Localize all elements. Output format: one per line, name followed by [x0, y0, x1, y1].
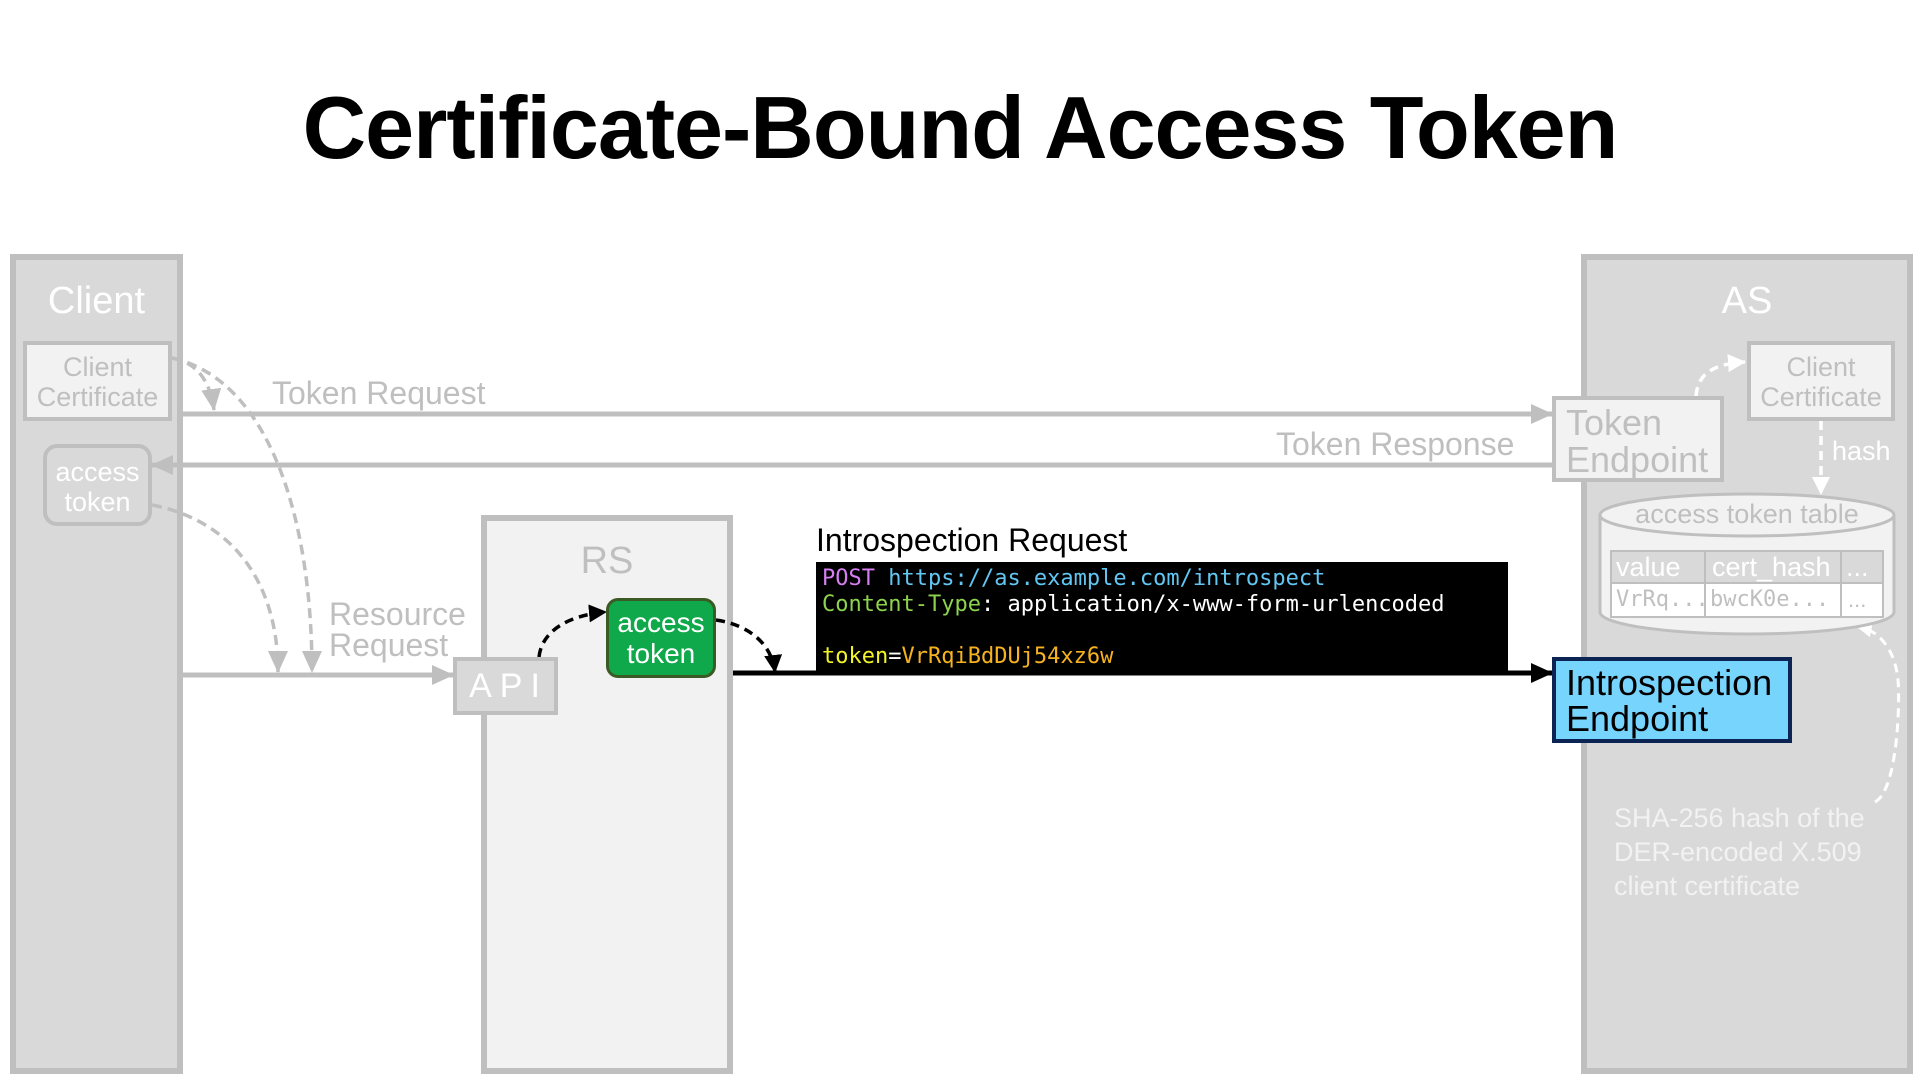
code-url: https://as.example.com/introspect — [888, 566, 1326, 591]
client-access-token-line2: token — [64, 487, 131, 517]
code-line-header: Content-Type: application/x-www-form-url… — [822, 592, 1502, 618]
client-access-token: access token — [43, 444, 152, 526]
table-cell-value: VrRq... — [1612, 584, 1709, 616]
client-cert-to-resource-request-curve — [171, 356, 322, 673]
token-endpoint-line2: Endpoint — [1566, 439, 1709, 480]
token-endpoint-box: Token Endpoint — [1552, 396, 1724, 482]
api-box: API — [453, 657, 558, 715]
code-method: POST — [822, 566, 875, 591]
introspection-request-label: Introspection Request — [816, 522, 1128, 558]
api-to-token-curve — [537, 604, 607, 658]
code-line-request: POST https://as.example.com/introspect — [822, 566, 1502, 592]
table-header-cert-hash: cert_hash — [1706, 552, 1842, 582]
client-certificate-line2: Certificate — [36, 382, 159, 412]
access-token-table-title: access token table — [1635, 499, 1859, 529]
client-token-to-resource-request-curve — [151, 503, 288, 673]
client-access-token-line1: access — [55, 457, 140, 487]
token-endpoint-to-cert-curve — [1694, 354, 1746, 397]
table-row: VrRq... bwcK0e... ... — [1610, 584, 1884, 618]
table-cell-more: ... — [1848, 587, 1867, 612]
rs-access-token-line1: access — [617, 607, 705, 638]
code-header-value: application/x-www-form-urlencoded — [1007, 592, 1445, 617]
as-client-certificate-box: Client Certificate — [1747, 341, 1895, 421]
note-to-table-curve — [1854, 619, 1901, 804]
access-token-table: value cert_hash ... VrRq... bwcK0e... ..… — [1610, 550, 1884, 618]
table-cell-cert-hash: bwcK0e... — [1706, 584, 1842, 616]
hash-label: hash — [1832, 436, 1891, 466]
cert-hash-note-line1: SHA-256 hash of the — [1614, 803, 1865, 833]
introspection-endpoint-line1: Introspection — [1566, 662, 1773, 703]
token-response-label: Token Response — [1276, 426, 1515, 462]
cert-hash-note: SHA-256 hash of the DER-encoded X.509 cl… — [1614, 801, 1865, 903]
rs-lane-title: RS — [580, 540, 634, 582]
code-header-sep: : — [980, 592, 1008, 617]
token-request-label: Token Request — [272, 375, 486, 411]
as-lane-title: AS — [1721, 280, 1773, 322]
resource-request-line1: Resource — [329, 596, 466, 632]
rs-access-token-line2: token — [626, 638, 696, 669]
table-header-value: value — [1612, 552, 1706, 582]
client-certificate-line1: Client — [62, 352, 133, 382]
resource-request-line2: Request — [329, 627, 449, 663]
rs-access-token: access token — [606, 598, 716, 678]
code-param-eq: = — [888, 644, 902, 669]
code-line-body: token=VrRqiBdDUj54xz6w — [822, 644, 1502, 670]
table-header-more: ... — [1846, 552, 1869, 582]
client-certificate-box: Client Certificate — [23, 341, 172, 421]
page-title: Certificate-Bound Access Token — [302, 78, 1619, 177]
as-client-certificate-line2: Certificate — [1760, 382, 1882, 412]
table-header-row: value cert_hash ... — [1610, 550, 1884, 584]
client-lane-title: Client — [47, 280, 146, 322]
code-header-name: Content-Type — [822, 592, 981, 617]
code-param-name: token — [822, 644, 889, 669]
introspection-endpoint-line2: Endpoint — [1566, 698, 1709, 739]
api-label: API — [469, 667, 548, 705]
code-line-blank: ​ — [822, 618, 1502, 644]
cert-hash-note-line3: client certificate — [1614, 871, 1801, 901]
code-param-value: VrRqiBdDUj54xz6w — [901, 644, 1114, 669]
as-client-certificate-line1: Client — [1786, 352, 1856, 382]
resource-request-label: Resource Request — [329, 596, 466, 663]
token-endpoint-line1: Token — [1566, 402, 1663, 443]
token-to-introspection-curve — [715, 618, 783, 673]
cert-hash-note-line2: DER-encoded X.509 — [1614, 837, 1862, 867]
introspection-endpoint-box: Introspection Endpoint — [1552, 657, 1792, 743]
